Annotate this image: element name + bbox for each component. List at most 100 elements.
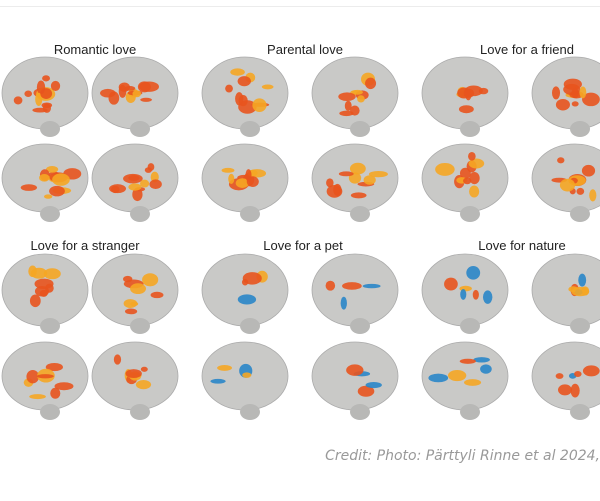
deactivation-blob (362, 283, 381, 289)
brain-images (1, 56, 600, 420)
brain-view (421, 253, 509, 334)
activation-blob (132, 90, 142, 98)
activation-blob (574, 370, 582, 378)
activation-blob (245, 169, 252, 182)
brain-view (91, 341, 179, 420)
panel-label-nature: Love for nature (478, 238, 566, 253)
activation-blob (576, 187, 585, 195)
activation-blob (54, 382, 74, 391)
activation-blob (435, 162, 455, 176)
activation-blob (118, 84, 127, 98)
brainstem (570, 206, 590, 222)
activation-blob (579, 86, 587, 99)
activation-blob (368, 170, 388, 178)
activation-blob (45, 362, 63, 372)
brain-view (201, 56, 289, 137)
panel-label-parental: Parental love (267, 42, 343, 57)
activation-blob (352, 89, 363, 95)
brain-view (311, 253, 399, 334)
image-credit: Credit: Photo: Pärttyli Rinne et al 2024… (325, 448, 600, 464)
brain-view (201, 253, 289, 334)
activation-blob (339, 110, 354, 117)
activation-blob (217, 364, 233, 371)
activation-blob (26, 369, 40, 384)
activation-blob (551, 86, 561, 100)
activation-blob (36, 374, 54, 379)
brainstem (40, 318, 60, 334)
activation-blob (472, 289, 479, 300)
brainstem (350, 206, 370, 222)
activation-blob (43, 194, 53, 199)
brain-view (311, 143, 399, 222)
activation-blob (571, 286, 590, 297)
activation-blob (350, 192, 367, 199)
activation-blob (29, 394, 46, 400)
brainstem (40, 121, 60, 137)
activation-blob (49, 185, 65, 197)
activation-blob (338, 92, 356, 101)
brainstem (460, 404, 480, 420)
activation-blob (29, 294, 41, 308)
brain-activation-figure: Romantic love Parental love Love for a f… (0, 30, 600, 430)
brainstem (570, 404, 590, 420)
activation-blob (100, 88, 116, 98)
activation-blob (41, 102, 53, 109)
activation-blob (39, 174, 50, 182)
brainstem (350, 404, 370, 420)
brain-view (1, 56, 89, 137)
activation-blob (342, 282, 362, 290)
brainstem (240, 121, 260, 137)
activation-blob (237, 76, 251, 87)
deactivation-blob (578, 273, 587, 287)
brainstem (240, 404, 260, 420)
activation-blob (463, 177, 472, 185)
activation-blob (35, 92, 43, 106)
activation-blob (130, 283, 147, 295)
activation-blob (365, 77, 377, 90)
activation-blob (242, 272, 262, 285)
brain-view (531, 341, 600, 420)
deactivation-blob (473, 357, 490, 363)
panel-label-stranger: Love for a stranger (30, 238, 140, 253)
activation-blob (52, 173, 70, 186)
brainstem (40, 404, 60, 420)
activation-blob (469, 171, 480, 185)
activation-blob (555, 373, 564, 379)
activation-blob (325, 280, 336, 291)
brain-surface (311, 341, 399, 411)
activation-blob (558, 384, 572, 396)
activation-blob (238, 100, 257, 114)
activation-blob (140, 179, 150, 188)
brain-surface (311, 253, 399, 327)
activation-blob (40, 88, 53, 99)
activation-blob (589, 189, 597, 202)
deactivation-blob (480, 364, 492, 374)
brain-view (311, 341, 399, 420)
brain-view (1, 143, 89, 222)
activation-blob (228, 173, 235, 184)
deactivation-blob (365, 381, 382, 389)
brain-view (201, 341, 289, 420)
deactivation-blob (428, 373, 449, 383)
panel-label-romantic: Romantic love (53, 42, 137, 57)
activation-blob (20, 184, 38, 191)
activation-blob (447, 369, 467, 382)
activation-blob (350, 105, 360, 116)
divider (0, 6, 600, 7)
activation-blob (24, 90, 33, 97)
activation-blob (135, 380, 152, 390)
brain-view (91, 143, 179, 222)
activation-blob (559, 178, 576, 192)
brainstem (130, 318, 150, 334)
activation-blob (346, 364, 364, 376)
activation-blob (338, 171, 354, 177)
activation-blob (139, 81, 159, 92)
activation-blob (50, 80, 61, 91)
activation-blob (130, 301, 139, 307)
activation-blob (363, 175, 376, 185)
brainstem (240, 318, 260, 334)
brain-surface (531, 143, 600, 213)
activation-blob (140, 97, 153, 102)
activation-blob (571, 101, 579, 107)
activation-blob (333, 183, 342, 196)
